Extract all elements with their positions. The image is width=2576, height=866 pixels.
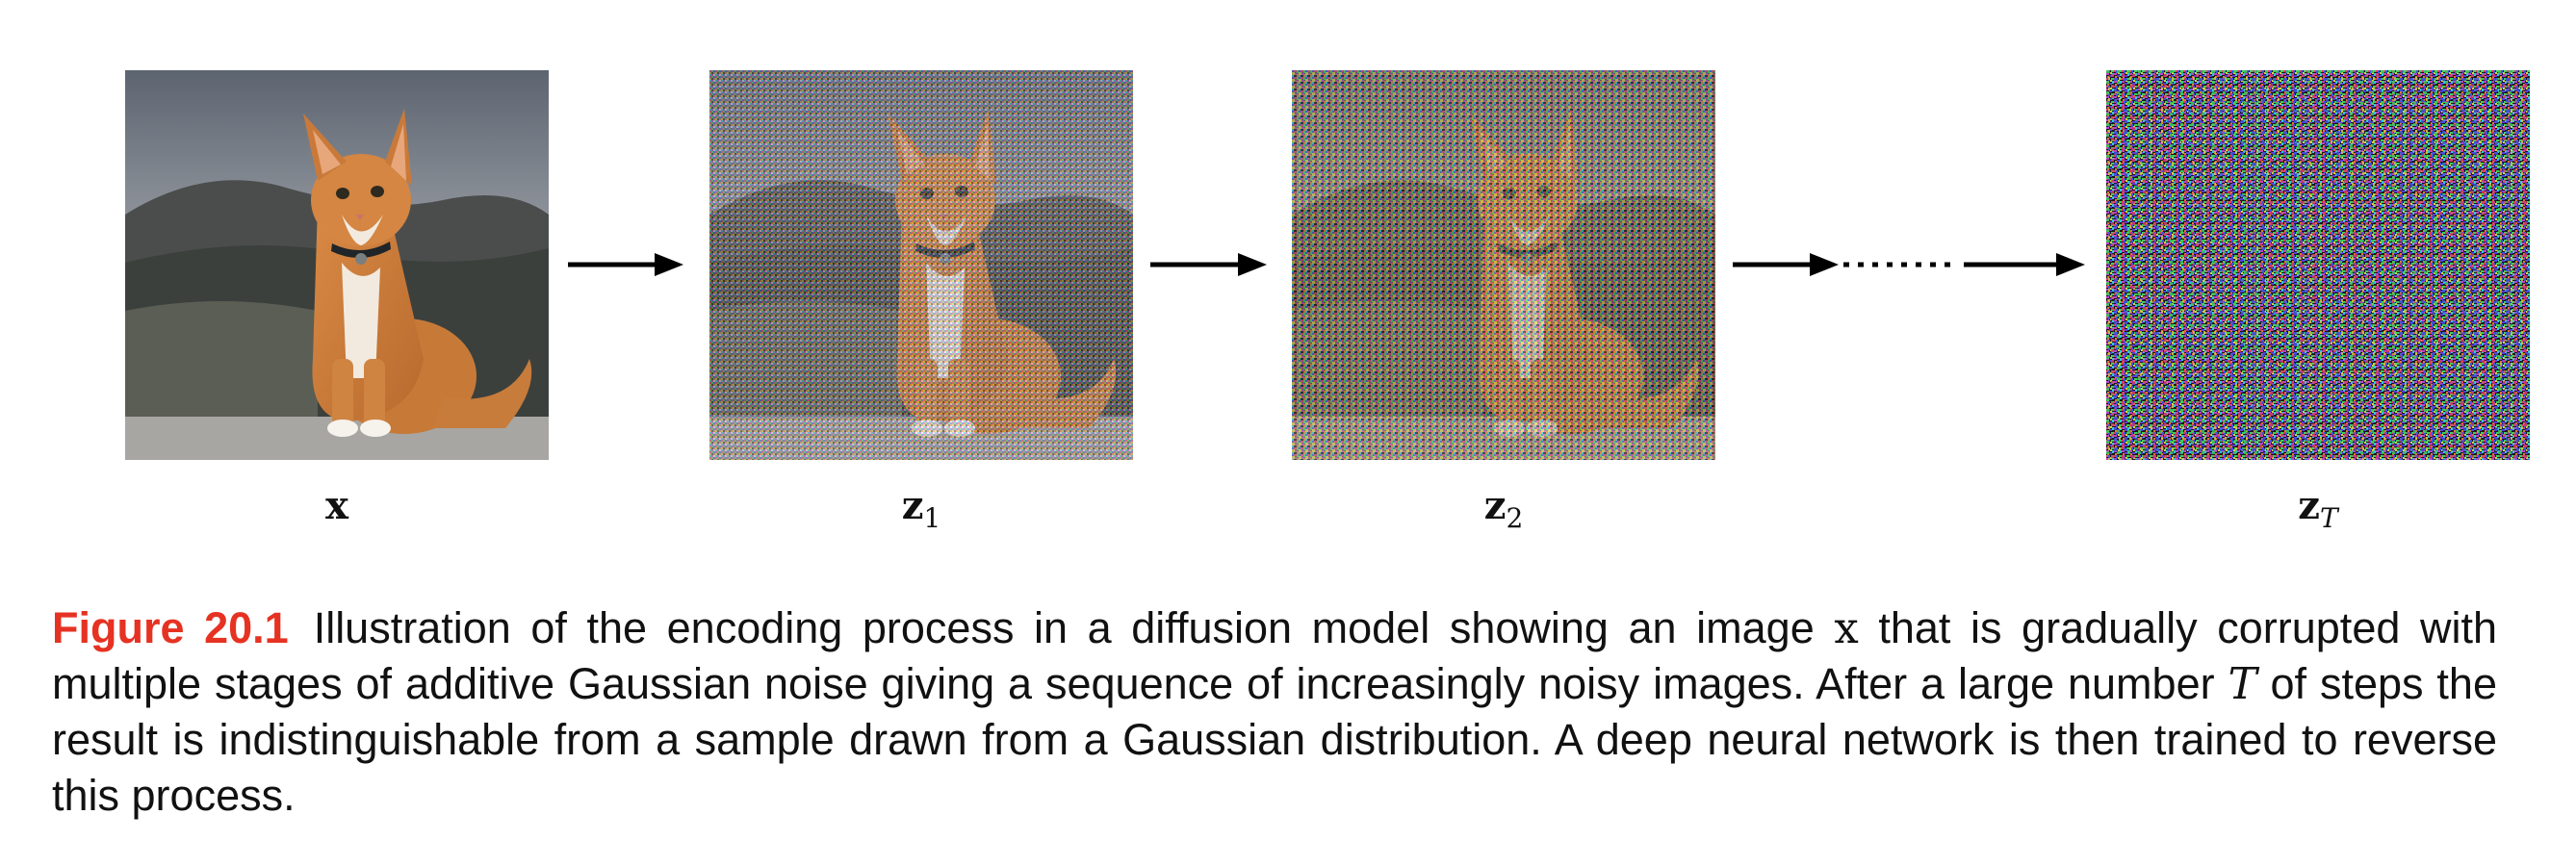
caption-var-x: x <box>1834 602 1859 653</box>
caption-text-2: that is gradually corrupted with multipl… <box>52 603 2497 708</box>
label-x: x <box>325 483 348 528</box>
arrow-z2-to-zT <box>1733 253 2085 276</box>
caption-text-3: of steps the result is indistinguishable… <box>52 659 2497 820</box>
label-zT: zT <box>2298 483 2338 534</box>
caption-var-T: T <box>2228 658 2257 709</box>
arrow-x-to-z1 <box>568 253 683 276</box>
label-z1: z1 <box>901 483 941 534</box>
noisy-cat-photo-2 <box>1292 70 1715 460</box>
caption-text-1: Illustration of the encoding process in … <box>313 603 1815 652</box>
image-x-clean-cat <box>125 70 549 460</box>
noisy-cat-photo-1 <box>709 70 1133 460</box>
image-z1-noisy <box>709 70 1133 460</box>
label-z2: z2 <box>1483 483 1524 534</box>
figure-number: Figure 20.1 <box>52 603 289 652</box>
image-z2-noisier <box>1292 70 1715 460</box>
cat-photo <box>125 70 549 460</box>
gaussian-noise <box>2106 70 2530 460</box>
image-zT-pure-noise <box>2106 70 2530 460</box>
figure-caption: Figure 20.1 Illustration of the encoding … <box>52 600 2497 824</box>
arrow-z1-to-z2 <box>1150 253 1267 276</box>
